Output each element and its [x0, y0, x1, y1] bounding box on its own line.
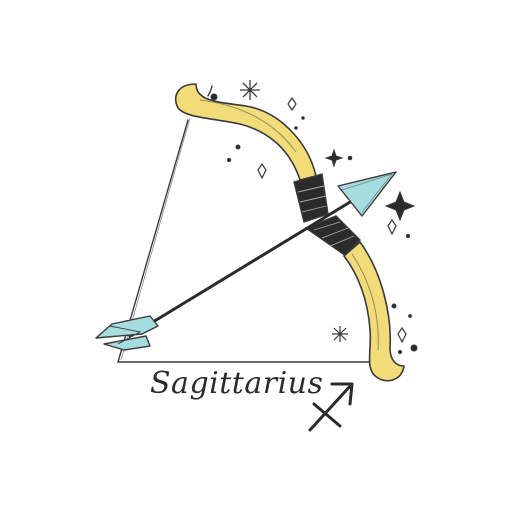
bow-lower-limb	[343, 241, 405, 382]
bow-icon	[174, 83, 405, 382]
sagittarius-symbol-icon	[308, 382, 354, 432]
bow-grip-upper	[293, 173, 329, 223]
arrow-fletching	[95, 315, 159, 351]
bow-upper-limb	[174, 83, 317, 181]
bow-grip-lower	[304, 215, 361, 257]
arrow-shaft	[128, 194, 362, 338]
caption-text: Sagittarius	[150, 366, 324, 401]
arrow-icon	[95, 171, 397, 351]
arrowhead	[337, 171, 397, 217]
sparkle-icon	[210, 80, 418, 355]
